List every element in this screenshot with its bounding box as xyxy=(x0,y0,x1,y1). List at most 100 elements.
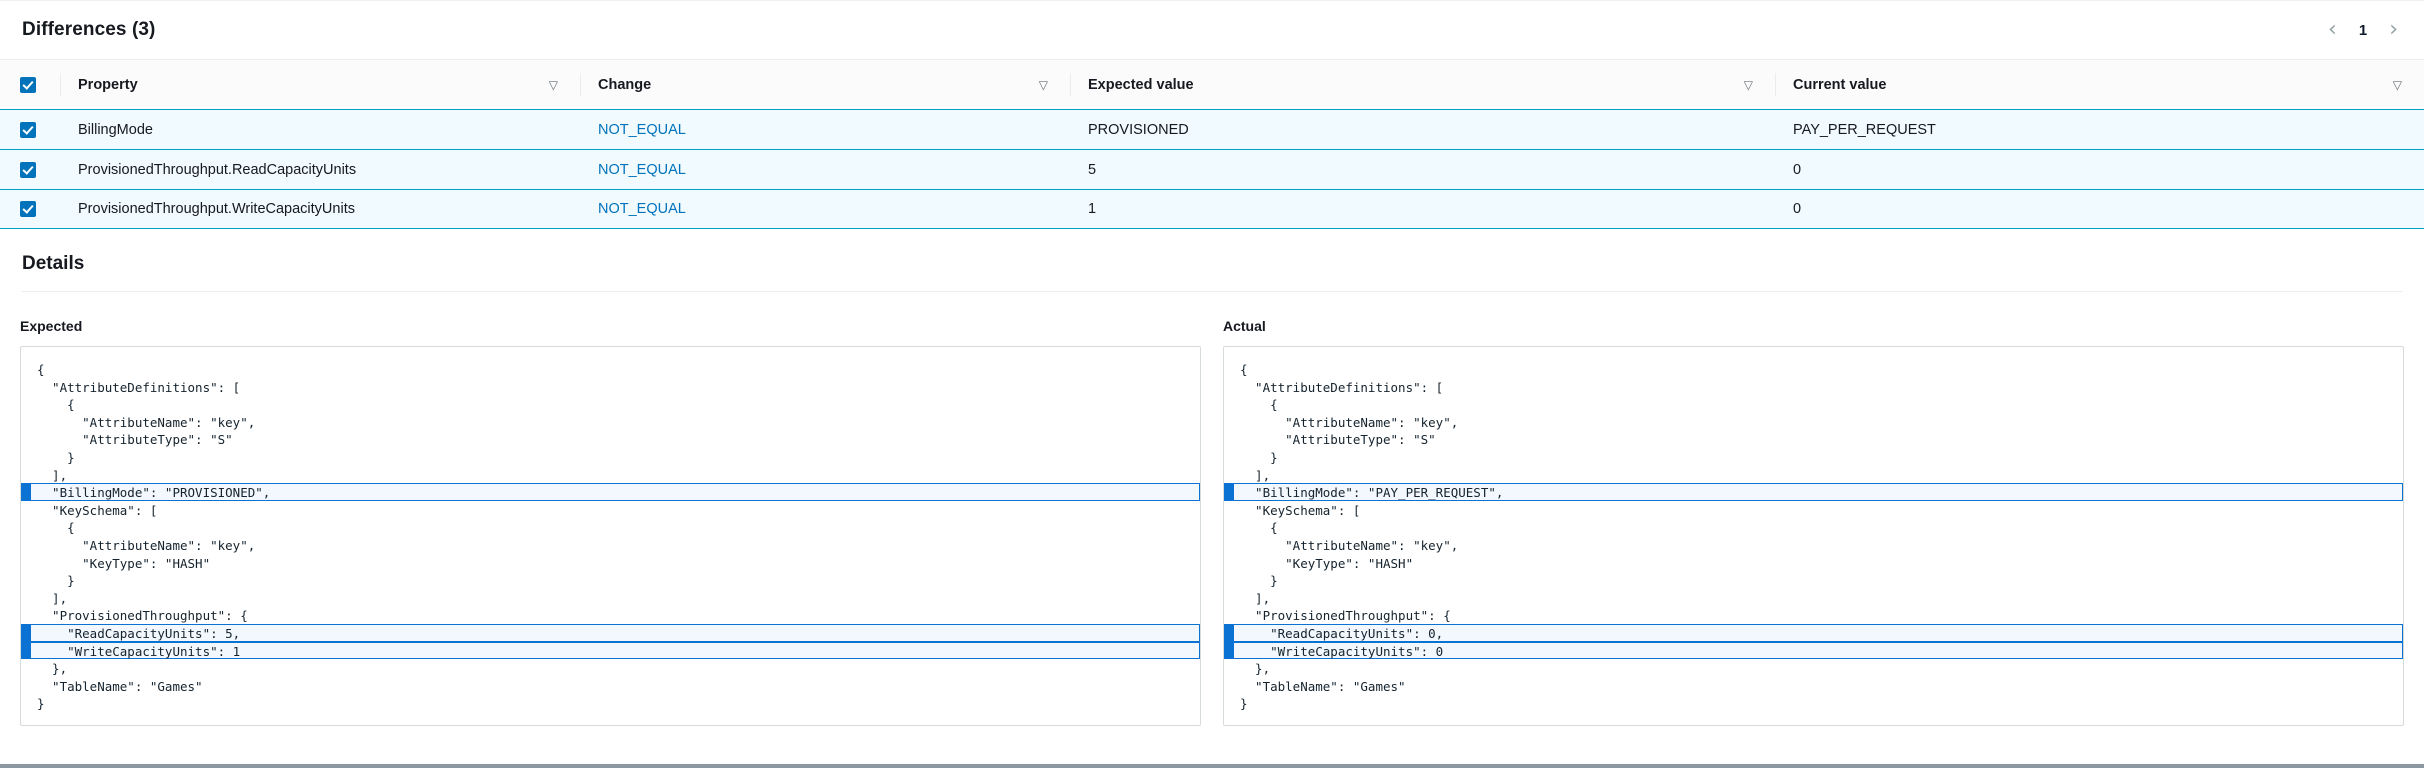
select-all-checkbox[interactable] xyxy=(20,76,36,93)
code-line: { xyxy=(21,360,1200,378)
column-header-change[interactable]: Change ▽ xyxy=(580,60,1070,109)
column-header-property[interactable]: Property ▽ xyxy=(60,60,580,109)
code-line-text: "KeySchema": [ xyxy=(1240,502,1361,518)
table-body: BillingMode NOT_EQUAL PROVISIONED PAY_PE… xyxy=(0,109,2424,229)
gutter xyxy=(21,395,31,413)
column-header-current-value[interactable]: Current value ▽ xyxy=(1775,60,2424,109)
row-select-cell xyxy=(0,190,60,228)
json-code-block: { "AttributeDefinitions": [ { "Attribute… xyxy=(20,346,1201,726)
pagination-prev-icon[interactable]: ‹ xyxy=(2328,17,2337,42)
gutter xyxy=(21,694,31,712)
gutter xyxy=(21,501,31,519)
gutter xyxy=(1224,606,1234,624)
code-line: "AttributeDefinitions": [ xyxy=(21,378,1200,396)
code-line: "TableName": "Games" xyxy=(1224,677,2403,695)
gutter xyxy=(21,554,31,572)
expected-value-cell: PROVISIONED xyxy=(1088,121,1189,138)
column-header-expected-value[interactable]: Expected value ▽ xyxy=(1070,60,1775,109)
code-line: } xyxy=(1224,448,2403,466)
filter-icon[interactable]: ▽ xyxy=(1743,77,1753,92)
page-title: Differences (3) xyxy=(22,19,156,40)
change-link[interactable]: NOT_EQUAL xyxy=(598,121,686,138)
pagination-current-page[interactable]: 1 xyxy=(2358,21,2368,39)
table-row[interactable]: ProvisionedThroughput.WriteCapacityUnits… xyxy=(0,189,2424,229)
gutter xyxy=(21,430,31,448)
gutter xyxy=(21,589,31,607)
code-line: ], xyxy=(1224,466,2403,484)
code-line-text: } xyxy=(37,573,75,589)
current-value-cell: 0 xyxy=(1793,161,1802,178)
gutter xyxy=(1224,589,1234,607)
code-line-text: "AttributeDefinitions": [ xyxy=(1240,379,1444,395)
change-link[interactable]: NOT_EQUAL xyxy=(598,161,686,178)
table-row[interactable]: BillingMode NOT_EQUAL PROVISIONED PAY_PE… xyxy=(0,109,2424,149)
code-line-text: "AttributeName": "key", xyxy=(1240,537,1459,553)
code-line-text: { xyxy=(1240,520,1278,536)
details-header: Details xyxy=(0,229,2424,292)
diff-marker xyxy=(1224,641,1234,660)
code-line-text: "ProvisionedThroughput": { xyxy=(1240,608,1451,624)
diff-highlighted-line: "WriteCapacityUnits": 0 xyxy=(1224,641,2403,660)
gutter xyxy=(1224,448,1234,466)
property-cell: ProvisionedThroughput.WriteCapacityUnits xyxy=(78,201,355,217)
code-line-text: ], xyxy=(1240,590,1271,606)
code-line-text: "ReadCapacityUnits": 0, xyxy=(1234,623,2403,642)
row-checkbox[interactable] xyxy=(20,161,36,178)
gutter xyxy=(1224,536,1234,554)
property-cell: BillingMode xyxy=(78,121,153,138)
details-columns: Expected { "AttributeDefinitions": [ { "… xyxy=(0,292,2424,726)
column-header-label: Property xyxy=(78,76,138,93)
code-line: ], xyxy=(1224,589,2403,607)
code-line: } xyxy=(21,448,1200,466)
code-line-text: }, xyxy=(1240,661,1271,677)
gutter xyxy=(1224,694,1234,712)
diff-marker xyxy=(1224,483,1234,501)
code-line: { xyxy=(1224,360,2403,378)
code-line-text: "AttributeDefinitions": [ xyxy=(37,379,241,395)
gutter xyxy=(1224,501,1234,519)
change-link[interactable]: NOT_EQUAL xyxy=(598,201,686,217)
code-line-text: ], xyxy=(37,590,68,606)
code-line-text: "AttributeType": "S" xyxy=(37,432,233,448)
table-row[interactable]: ProvisionedThroughput.ReadCapacityUnits … xyxy=(0,149,2424,189)
filter-icon[interactable]: ▽ xyxy=(1038,77,1048,92)
code-line: { xyxy=(1224,395,2403,413)
code-line-text: "AttributeName": "key", xyxy=(1240,414,1459,430)
code-line-text: "ProvisionedThroughput": { xyxy=(37,608,248,624)
code-line: ], xyxy=(21,466,1200,484)
row-checkbox[interactable] xyxy=(20,121,36,138)
gutter xyxy=(21,536,31,554)
code-line-text: { xyxy=(37,397,75,413)
pagination-next-icon[interactable]: › xyxy=(2389,17,2398,42)
gutter xyxy=(21,378,31,396)
code-line: "AttributeDefinitions": [ xyxy=(1224,378,2403,396)
code-panel: Actual { "AttributeDefinitions": [ { "At… xyxy=(1223,318,2404,726)
table-header-row: Property ▽ Change ▽ Expected value ▽ Cur… xyxy=(0,60,2424,109)
code-line-text: ], xyxy=(1240,467,1271,483)
code-line-text: "AttributeName": "key", xyxy=(37,537,256,553)
gutter xyxy=(1224,395,1234,413)
code-line-text: } xyxy=(1240,696,1248,712)
panel-resize-handle[interactable] xyxy=(0,764,2424,768)
row-checkbox[interactable] xyxy=(20,201,36,217)
diff-highlighted-line: "ReadCapacityUnits": 5, xyxy=(21,623,1200,642)
diff-highlighted-line: "WriteCapacityUnits": 1 xyxy=(21,641,1200,660)
code-line: { xyxy=(1224,518,2403,536)
diff-marker xyxy=(21,623,31,642)
gutter xyxy=(21,677,31,695)
gutter xyxy=(1224,360,1234,378)
column-header-label: Change xyxy=(598,76,652,93)
diff-highlighted-line: "ReadCapacityUnits": 0, xyxy=(1224,623,2403,642)
filter-icon[interactable]: ▽ xyxy=(2392,77,2402,92)
code-line: }, xyxy=(1224,659,2403,677)
gutter xyxy=(1224,466,1234,484)
gutter xyxy=(1224,677,1234,695)
gutter xyxy=(1224,430,1234,448)
current-value-cell: PAY_PER_REQUEST xyxy=(1793,121,1936,138)
code-line-text: "BillingMode": "PROVISIONED", xyxy=(31,483,1200,501)
code-line: { xyxy=(21,518,1200,536)
code-line-text: { xyxy=(1240,362,1248,377)
code-line: } xyxy=(1224,694,2403,712)
code-line: "KeyType": "HASH" xyxy=(1224,554,2403,572)
filter-icon[interactable]: ▽ xyxy=(548,77,558,92)
